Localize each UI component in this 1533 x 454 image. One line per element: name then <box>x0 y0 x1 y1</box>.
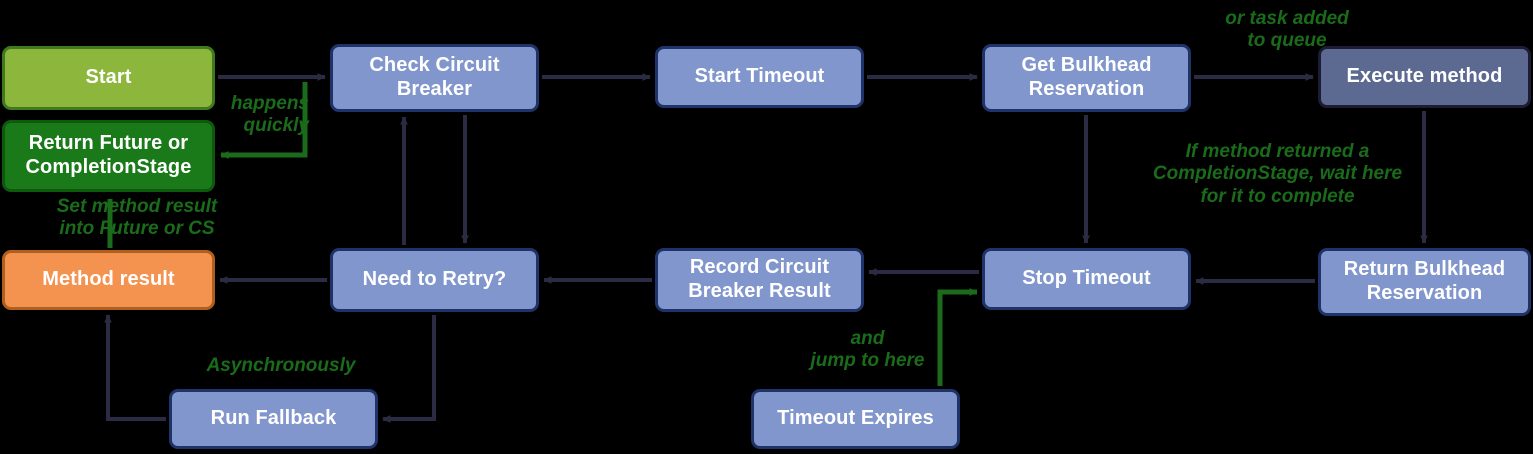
node-need-to-retry[interactable]: Need to Retry? <box>330 248 539 312</box>
node-start[interactable]: Start <box>2 46 215 110</box>
node-stop-timeout[interactable]: Stop Timeout <box>982 248 1191 310</box>
edge-retry-to-fallback <box>382 315 436 423</box>
node-method-result[interactable]: Method result <box>2 250 215 310</box>
node-timeout-expires[interactable]: Timeout Expires <box>751 389 960 449</box>
edge-fallback-to-method <box>104 314 166 421</box>
edge-label-asynchronously: Asynchronously <box>206 355 356 376</box>
node-execute-method[interactable]: Execute method <box>1318 46 1531 108</box>
node-run-fallback[interactable]: Run Fallback <box>169 389 378 449</box>
edge-timeoutexp-to-stop <box>937 288 978 386</box>
node-start-timeout[interactable]: Start Timeout <box>655 46 864 108</box>
